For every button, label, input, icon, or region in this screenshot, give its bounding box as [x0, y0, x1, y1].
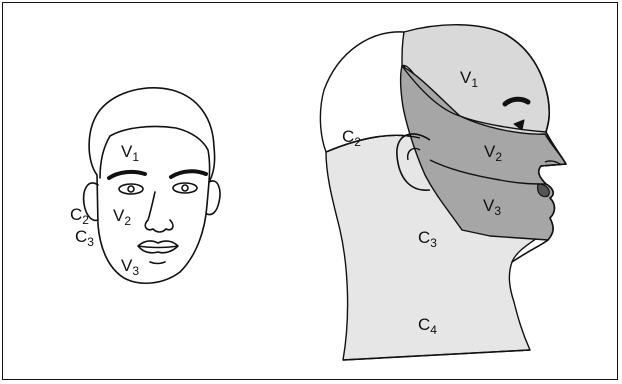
- side-neck-base: [342, 349, 531, 361]
- side-label-v3: V3: [483, 196, 501, 218]
- side-eye: [513, 119, 525, 131]
- front-label-v2: V2: [113, 206, 131, 228]
- front-left-ear: [82, 182, 99, 222]
- side-face-profile: [504, 33, 567, 263]
- side-label-v2: V2: [484, 142, 502, 164]
- front-left-pupil: [127, 185, 135, 193]
- front-labels: V1 C2 V2 C3 V3: [70, 142, 139, 278]
- front-mouth: [137, 240, 179, 254]
- front-label-v1: V1: [121, 142, 139, 164]
- front-left-eye: [118, 183, 144, 195]
- side-label-v1: V1: [460, 68, 478, 90]
- side-labels: V1 C2 V2 V3 C3 C4: [342, 68, 502, 337]
- front-right-eye: [172, 182, 198, 194]
- side-v2-v3-boundary: [429, 159, 547, 185]
- front-label-c2: C2: [70, 205, 89, 227]
- side-ear: [396, 133, 431, 191]
- front-label-v3: V3: [121, 256, 139, 278]
- front-right-eyebrow: [169, 169, 208, 179]
- side-ear-inner: [406, 147, 421, 161]
- front-hairline: [99, 125, 211, 183]
- front-face: [82, 87, 221, 285]
- side-label-c3: C3: [418, 228, 437, 250]
- front-label-c3: C3: [75, 227, 94, 249]
- front-right-pupil: [181, 184, 189, 192]
- front-head-outline: [88, 87, 216, 285]
- side-head: [319, 24, 567, 361]
- side-lips: [537, 183, 550, 198]
- front-chin-crease: [149, 261, 166, 265]
- side-label-c2: C2: [342, 127, 361, 149]
- front-right-ear: [206, 180, 221, 216]
- front-left-eyebrow: [107, 169, 147, 180]
- side-nostril: [544, 160, 561, 165]
- front-nose: [144, 191, 174, 233]
- side-label-c4: C4: [418, 315, 437, 337]
- side-eyebrow: [502, 96, 531, 107]
- side-c2-c3-boundary: [325, 134, 421, 153]
